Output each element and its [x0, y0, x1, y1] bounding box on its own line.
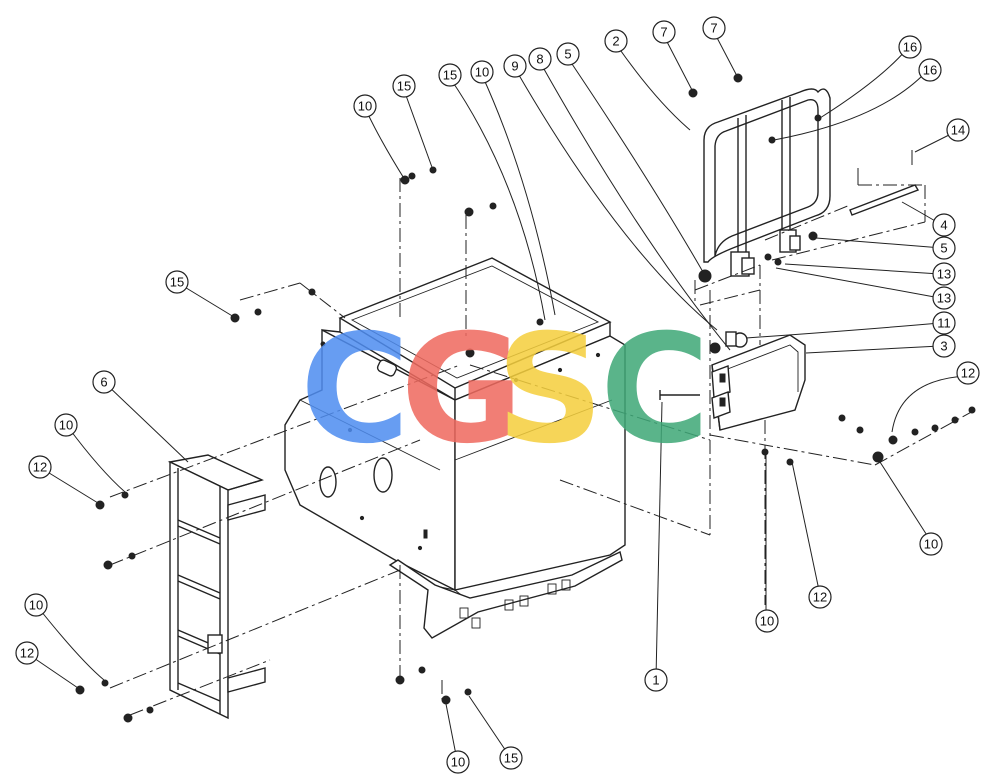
callout-part-7: 7 [702, 16, 726, 40]
callout-part-8: 8 [528, 47, 552, 71]
svg-text:7: 7 [660, 25, 667, 40]
callout-part-12: 12 [28, 455, 52, 479]
callout-part-10: 10 [24, 593, 48, 617]
assembly-centerlines [109, 178, 976, 716]
callout-part-11: 11 [932, 311, 956, 335]
callout-part-7: 7 [652, 20, 676, 44]
svg-text:6: 6 [100, 375, 107, 390]
watermark-letter-1: C [300, 303, 410, 477]
svg-text:2: 2 [612, 34, 619, 49]
svg-text:12: 12 [33, 460, 47, 475]
handrail-part-2 [703, 88, 831, 277]
callout-part-4: 4 [932, 213, 956, 237]
svg-text:10: 10 [451, 755, 465, 770]
callout-part-10: 10 [470, 60, 494, 84]
callout-part-10: 10 [353, 94, 377, 118]
svg-text:10: 10 [924, 537, 938, 552]
svg-text:3: 3 [940, 339, 947, 354]
callout-part-9: 9 [503, 54, 527, 78]
svg-text:8: 8 [536, 52, 543, 67]
svg-text:7: 7 [710, 21, 717, 36]
callout-part-14: 14 [946, 118, 970, 142]
svg-text:12: 12 [961, 366, 975, 381]
support-bracket-part-3 [711, 334, 806, 431]
svg-text:13: 13 [937, 291, 951, 306]
callout-part-12: 12 [15, 641, 39, 665]
callout-part-1: 1 [644, 668, 668, 692]
callout-part-10: 10 [446, 750, 470, 774]
svg-text:14: 14 [951, 123, 965, 138]
callout-part-12: 12 [956, 361, 980, 385]
leader-lines [27, 31, 967, 761]
callout-part-15: 15 [499, 746, 523, 770]
ladder-part-6 [167, 454, 266, 720]
svg-text:10: 10 [59, 418, 73, 433]
svg-text:16: 16 [923, 63, 937, 78]
watermark-letter-4: C [600, 303, 710, 477]
svg-text:12: 12 [813, 590, 827, 605]
callout-part-10: 10 [54, 413, 78, 437]
svg-text:16: 16 [903, 40, 917, 55]
svg-text:15: 15 [170, 275, 184, 290]
callout-part-13: 13 [932, 286, 956, 310]
svg-text:5: 5 [564, 47, 571, 62]
svg-text:13: 13 [937, 267, 951, 282]
svg-text:15: 15 [443, 68, 457, 83]
svg-text:10: 10 [475, 65, 489, 80]
svg-text:10: 10 [760, 614, 774, 629]
svg-text:9: 9 [511, 59, 518, 74]
watermark-letter-2: G [400, 303, 523, 477]
callout-part-5: 5 [556, 42, 580, 66]
bar-part-4 [849, 150, 920, 216]
callout-part-16: 16 [918, 58, 942, 82]
callout-part-12: 12 [808, 585, 832, 609]
callout-bubbles: 10 15 15 10 9 8 5 2 7 7 16 16 14 4 5 13 … [15, 16, 980, 774]
svg-text:15: 15 [504, 751, 518, 766]
svg-text:10: 10 [358, 99, 372, 114]
svg-text:15: 15 [397, 79, 411, 94]
svg-text:12: 12 [20, 646, 34, 661]
svg-text:5: 5 [940, 241, 947, 256]
svg-text:4: 4 [940, 218, 947, 233]
callout-part-15: 15 [438, 63, 462, 87]
watermark-letter-3: S [496, 303, 604, 477]
callout-part-15: 15 [165, 270, 189, 294]
callout-part-5: 5 [932, 236, 956, 260]
callout-part-10: 10 [919, 532, 943, 556]
callout-part-2: 2 [604, 29, 628, 53]
cgsc-watermark: C G S C [300, 303, 710, 477]
callout-part-3: 3 [932, 334, 956, 358]
callout-part-6: 6 [92, 370, 116, 394]
svg-text:1: 1 [652, 673, 659, 688]
svg-text:11: 11 [937, 316, 951, 331]
svg-text:10: 10 [29, 598, 43, 613]
callout-part-10: 10 [755, 609, 779, 633]
callout-part-15: 15 [392, 74, 416, 98]
callout-part-16: 16 [898, 35, 922, 59]
callout-part-13: 13 [932, 262, 956, 286]
